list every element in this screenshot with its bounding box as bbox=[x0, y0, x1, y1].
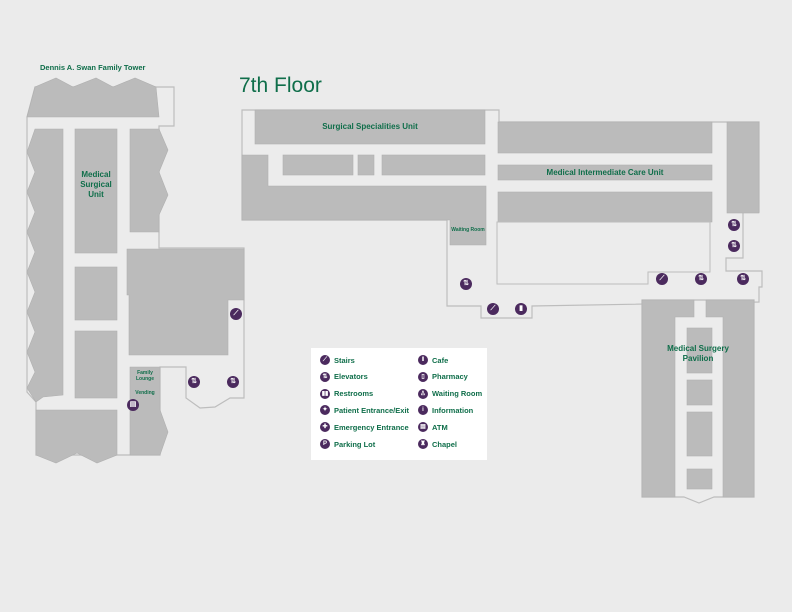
chapel-icon: ♜ bbox=[418, 439, 428, 449]
elevator-icon[interactable]: ⇅ bbox=[227, 376, 239, 388]
tower-top-wing bbox=[26, 77, 160, 118]
restroom-icon[interactable]: ▮ bbox=[515, 303, 527, 315]
waiting-room-label: Waiting Room bbox=[451, 227, 485, 233]
tower-core bbox=[126, 248, 245, 356]
elevator-icon[interactable]: ⇅ bbox=[728, 240, 740, 252]
legend-item: ♙ Waiting Room bbox=[418, 388, 483, 399]
pavilion-west bbox=[641, 299, 695, 498]
elevator-icon[interactable]: ⇅ bbox=[728, 219, 740, 231]
family-lounge-label: Family Lounge bbox=[135, 370, 155, 382]
room bbox=[282, 154, 354, 176]
room bbox=[686, 468, 713, 490]
page-title: 7th Floor bbox=[239, 74, 322, 97]
stairs-icon[interactable]: ⟋ bbox=[487, 303, 499, 315]
legend-item: ✚ Emergency Entrance bbox=[320, 422, 409, 433]
patient-entrance-icon: ✦ bbox=[320, 405, 330, 416]
stairs-icon: ⟋ bbox=[320, 355, 330, 365]
open-area bbox=[496, 221, 711, 285]
map-legend: ⟋ Stairs ⇅ Elevators ▮▮ Restrooms ✦ Patient Ent… bbox=[311, 348, 487, 460]
elevator-icon[interactable]: ⇅ bbox=[737, 273, 749, 285]
tower-name: Dennis A. Swan Family Tower bbox=[40, 63, 146, 72]
surgical-west-block bbox=[241, 154, 487, 246]
legend-item: ▯ Pharmacy bbox=[418, 371, 468, 382]
stairs-icon[interactable]: ⟋ bbox=[656, 273, 668, 285]
tower-room bbox=[74, 266, 118, 321]
room bbox=[381, 154, 486, 176]
pavilion-east bbox=[705, 299, 755, 498]
surgical-specialities-unit bbox=[254, 109, 486, 145]
tower-south-wing bbox=[35, 409, 118, 464]
legend-item: ▮▮ Restrooms bbox=[320, 388, 374, 399]
legend-item: ‖ Cafe bbox=[418, 355, 448, 365]
cafe-icon: ‖ bbox=[418, 355, 428, 365]
legend-label: Elevators bbox=[334, 372, 368, 382]
atm-icon[interactable]: ▤ bbox=[127, 399, 139, 411]
tower-east-rooms bbox=[129, 128, 169, 233]
legend-item: ⟋ Stairs bbox=[320, 355, 355, 365]
legend-label: Information bbox=[432, 405, 474, 415]
medical-intermediate-label: Medical Intermediate Care Unit bbox=[546, 168, 664, 177]
room bbox=[357, 154, 375, 176]
room bbox=[497, 121, 713, 154]
room bbox=[686, 327, 713, 374]
waiting-room-icon: ♙ bbox=[418, 388, 428, 399]
elevator-icon[interactable]: ⇅ bbox=[188, 376, 200, 388]
legend-label: Parking Lot bbox=[334, 439, 376, 449]
legend-label: Waiting Room bbox=[432, 389, 483, 399]
legend-label: Patient Entrance/Exit bbox=[334, 405, 410, 415]
legend-item: i Information bbox=[418, 405, 474, 416]
restroom-icon: ▮▮ bbox=[320, 388, 330, 399]
parking-icon: P bbox=[320, 439, 330, 449]
legend-item: ♜ Chapel bbox=[418, 439, 457, 449]
legend-item: P Parking Lot bbox=[320, 439, 375, 449]
legend-label: Cafe bbox=[432, 355, 449, 365]
legend-label: Restrooms bbox=[334, 389, 374, 399]
room bbox=[726, 121, 760, 214]
pharmacy-icon: ▯ bbox=[418, 371, 428, 382]
legend-label: Emergency Entrance bbox=[334, 422, 409, 432]
medical-surgical-unit-label: Medical Surgical Unit bbox=[80, 170, 112, 199]
family-lounge-room bbox=[129, 366, 169, 456]
legend-item: ⇅ Elevators bbox=[320, 371, 368, 382]
legend-item: ✦ Patient Entrance/Exit bbox=[320, 405, 410, 416]
information-icon: i bbox=[418, 405, 428, 416]
medical-intermediate-care-unit bbox=[497, 164, 713, 181]
room bbox=[497, 191, 713, 223]
legend-label: Pharmacy bbox=[432, 372, 468, 382]
room bbox=[686, 411, 713, 457]
legend-label: ATM bbox=[432, 422, 448, 432]
legend-item: ▤ ATM bbox=[418, 422, 448, 433]
surgical-specialities-label: Surgical Specialities Unit bbox=[322, 122, 418, 131]
vending-label: Vending bbox=[135, 390, 155, 396]
elevator-icon[interactable]: ⇅ bbox=[695, 273, 707, 285]
room bbox=[686, 379, 713, 406]
medical-surgical-unit bbox=[74, 128, 118, 254]
pavilion-label: Medical Surgery Pavilion bbox=[667, 344, 729, 363]
emergency-icon: ✚ bbox=[320, 422, 330, 433]
tower-west-rooms bbox=[26, 128, 64, 403]
legend-label: Chapel bbox=[432, 439, 458, 449]
elevator-icon[interactable]: ⇅ bbox=[460, 278, 472, 290]
stairs-icon[interactable]: ⟋ bbox=[230, 308, 242, 320]
tower-room bbox=[74, 330, 118, 399]
legend-label: Stairs bbox=[334, 355, 355, 365]
elevator-icon: ⇅ bbox=[320, 371, 330, 382]
atm-icon: ▤ bbox=[418, 422, 428, 433]
